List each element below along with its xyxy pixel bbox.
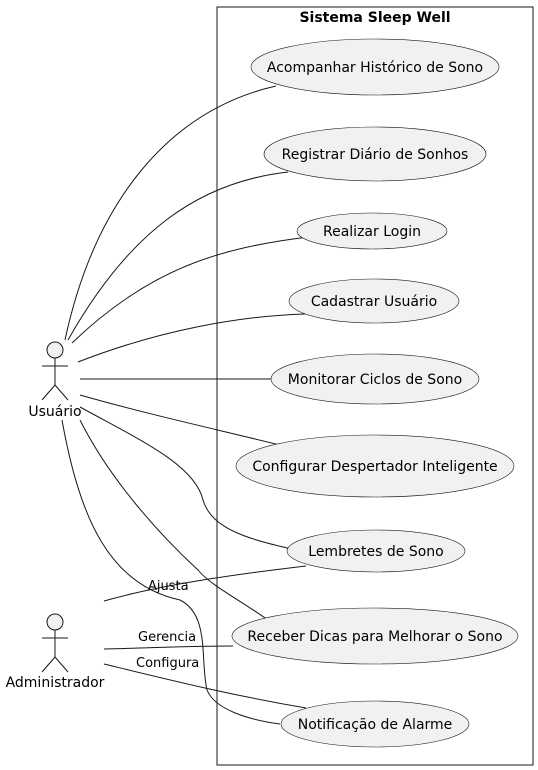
use-case-monitorar-label: Monitorar Ciclos de Sono — [288, 372, 462, 388]
edge-label-configura: Configura — [136, 656, 199, 671]
actor-user-leg-left — [41, 384, 56, 401]
use-case-login-label: Realizar Login — [323, 224, 421, 240]
actor-user[interactable] — [41, 341, 69, 401]
use-case-login[interactable]: Realizar Login — [296, 212, 448, 250]
edge-admin-lembretes — [103, 565, 307, 602]
edge-user-alarme — [61, 419, 281, 725]
edge-user-historico — [64, 85, 277, 341]
use-case-historico[interactable]: Acompanhar Histórico de Sono — [250, 38, 500, 96]
system-boundary — [216, 6, 534, 766]
actor-user-head — [46, 341, 64, 359]
use-case-lembretes-label: Lembretes de Sono — [308, 544, 443, 560]
edge-admin-alarme — [103, 663, 307, 709]
edge-user-despertador — [79, 394, 293, 449]
use-case-dicas[interactable]: Receber Dicas para Melhorar o Sono — [231, 607, 519, 665]
actor-admin-head — [46, 613, 64, 631]
edge-label-ajusta: Ajusta — [148, 579, 189, 594]
edge-admin-dicas — [103, 645, 234, 650]
use-case-diario[interactable]: Registrar Diário de Sonhos — [263, 126, 487, 182]
use-case-alarme[interactable]: Notificação de Alarme — [280, 700, 470, 748]
actor-user-leg-right — [54, 384, 69, 401]
edge-user-dicas — [79, 419, 269, 621]
use-case-cadastro[interactable]: Cadastrar Usuário — [288, 278, 460, 324]
use-case-despertador[interactable]: Configurar Despertador Inteligente — [235, 434, 515, 498]
edge-user-diario — [67, 171, 289, 341]
edge-user-login — [71, 236, 309, 344]
use-case-alarme-label: Notificação de Alarme — [298, 717, 453, 733]
use-case-cadastro-label: Cadastrar Usuário — [311, 294, 437, 310]
associations — [61, 85, 309, 725]
actor-admin-leg-left — [41, 656, 56, 673]
edge-user-lembretes — [79, 406, 306, 553]
use-case-monitorar[interactable]: Monitorar Ciclos de Sono — [270, 353, 480, 405]
edge-label-gerencia: Gerencia — [138, 630, 196, 645]
use-case-historico-label: Acompanhar Histórico de Sono — [267, 60, 483, 76]
actor-admin[interactable] — [41, 613, 69, 673]
actor-admin-label: Administrador — [6, 675, 105, 691]
use-case-dicas-label: Receber Dicas para Melhorar o Sono — [247, 629, 502, 645]
system-title: Sistema Sleep Well — [299, 10, 450, 26]
use-case-lembretes[interactable]: Lembretes de Sono — [286, 529, 466, 573]
use-case-despertador-label: Configurar Despertador Inteligente — [252, 459, 497, 475]
use-case-diario-label: Registrar Diário de Sonhos — [282, 147, 469, 163]
actor-admin-leg-right — [54, 656, 69, 673]
actor-user-label: Usuário — [28, 404, 81, 420]
edge-user-cadastro — [77, 313, 306, 363]
